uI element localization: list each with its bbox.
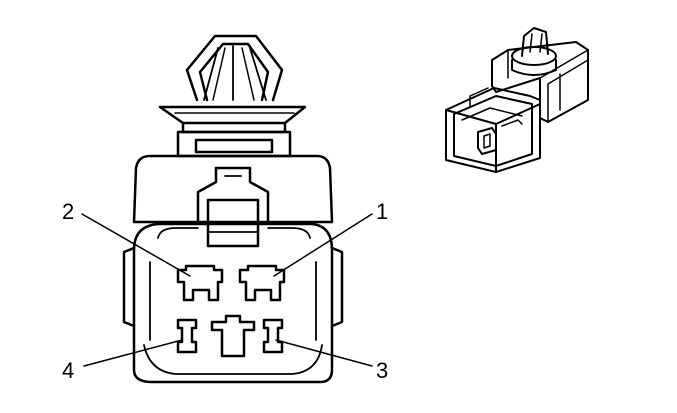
mount-block <box>176 130 292 158</box>
locking-tab <box>196 166 270 248</box>
iso-body <box>491 41 589 123</box>
terminal-4 <box>176 318 198 354</box>
pin-label-2: 2 <box>62 199 74 224</box>
terminal-2 <box>176 264 224 302</box>
leader-line-3 <box>275 339 373 367</box>
terminal-3 <box>262 318 284 354</box>
inner-cavity <box>157 227 311 239</box>
connector-face-view <box>81 34 373 384</box>
iso-retainer-clip <box>511 27 557 76</box>
retainer-flange <box>158 105 307 134</box>
pin-label-1: 1 <box>376 199 388 224</box>
leader-line-2 <box>81 213 191 277</box>
leader-line-4 <box>83 339 183 367</box>
pin-label-4: 4 <box>62 358 74 383</box>
pin-labels: 2 1 4 3 <box>62 199 388 383</box>
center-key <box>210 314 256 358</box>
retainer-clip <box>185 34 284 102</box>
terminal-1 <box>238 264 286 302</box>
pin-label-3: 3 <box>376 358 388 383</box>
leader-line-1 <box>273 213 373 277</box>
connector-housing <box>122 154 344 384</box>
connector-isometric-view <box>445 27 589 173</box>
iso-latch <box>477 119 523 155</box>
leader-lines <box>81 213 373 367</box>
iso-front-shell <box>445 87 541 173</box>
